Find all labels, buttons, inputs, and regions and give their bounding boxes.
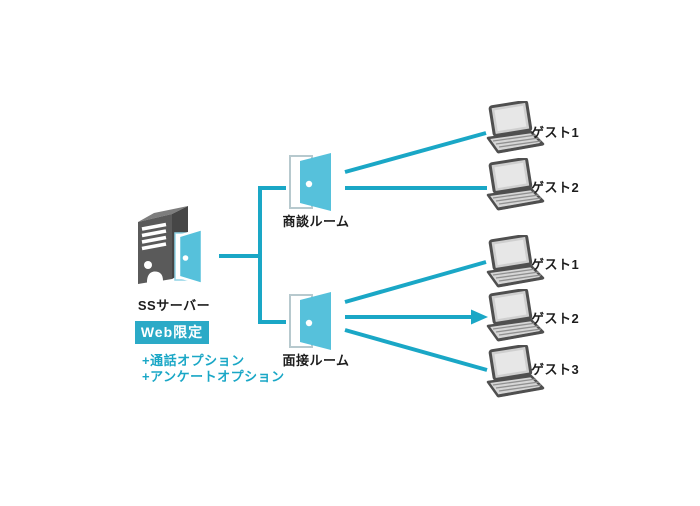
laptop-icon-room2-guest3 [486, 345, 545, 398]
door-icon-room2 [289, 292, 331, 350]
line-room2-guest3 [344, 328, 488, 372]
laptop-icon-room1-guest2 [486, 158, 545, 211]
room2-guest1-label: ゲスト1 [531, 257, 580, 272]
option-call: +通話オプション [142, 353, 245, 368]
room1-label: 商談ルーム [282, 214, 350, 229]
option-survey: +アンケートオプション [142, 369, 285, 384]
line-server-to-room1 [219, 186, 286, 258]
laptop-icon-room1-guest1 [486, 101, 545, 154]
web-only-badge: Web限定 [135, 321, 209, 344]
room1-guest2-label: ゲスト2 [531, 180, 580, 195]
server-label: SSサーバー [137, 298, 211, 313]
arrowhead-icon [471, 309, 488, 325]
door-icon-room1 [289, 153, 331, 211]
server-icon [138, 206, 204, 286]
room2-label: 面接ルーム [282, 353, 350, 368]
line-room2-guest1 [344, 260, 487, 304]
line-server-to-room2 [258, 256, 286, 324]
laptop-icon-room2-guest1 [486, 235, 545, 288]
laptop-icon-room2-guest2 [486, 289, 545, 342]
line-room1-guest1 [344, 131, 487, 174]
room1-guest1-label: ゲスト1 [531, 125, 580, 140]
server-door-panel [177, 227, 204, 286]
room2-guest3-label: ゲスト3 [531, 362, 580, 377]
room2-guest2-label: ゲスト2 [531, 311, 580, 326]
